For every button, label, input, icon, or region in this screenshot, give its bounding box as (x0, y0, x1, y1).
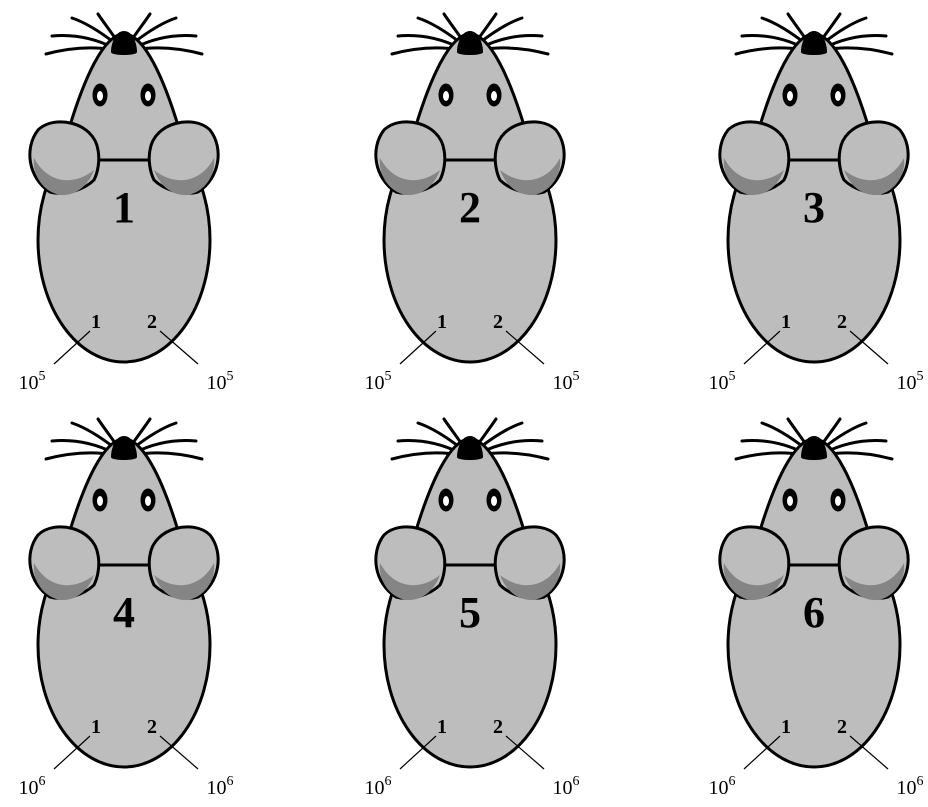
mouse-number: 6 (803, 588, 825, 637)
nose (801, 436, 827, 460)
nose (111, 436, 137, 460)
eye-highlight (145, 496, 151, 506)
dose-left: 106 (365, 774, 392, 799)
dose-base: 10 (897, 372, 917, 394)
nose (801, 31, 827, 55)
dose-exponent: 5 (227, 369, 234, 384)
injection-site-2: 2 (147, 716, 157, 738)
dose-exponent: 6 (573, 774, 580, 789)
dose-exponent: 6 (729, 774, 736, 789)
eye-highlight (835, 496, 841, 506)
dose-base: 10 (19, 372, 39, 394)
eye-highlight (443, 91, 449, 101)
dose-base: 10 (207, 777, 227, 799)
nose (457, 31, 483, 55)
dose-exponent: 5 (385, 369, 392, 384)
injection-site-1: 1 (91, 311, 101, 333)
mouse-number: 1 (113, 183, 135, 232)
mouse-6: 612106106 (709, 419, 924, 799)
dose-left: 105 (365, 369, 392, 394)
dose-left: 105 (709, 369, 736, 394)
injection-site-2: 2 (147, 311, 157, 333)
dose-exponent: 5 (39, 369, 46, 384)
dose-right: 106 (553, 774, 580, 799)
dose-base: 10 (709, 777, 729, 799)
mouse-number: 3 (803, 183, 825, 232)
eye-highlight (145, 91, 151, 101)
dose-base: 10 (365, 372, 385, 394)
mouse-number: 2 (459, 183, 481, 232)
dose-base: 10 (897, 777, 917, 799)
injection-site-2: 2 (493, 716, 503, 738)
dose-exponent: 5 (917, 369, 924, 384)
injection-site-1: 1 (781, 716, 791, 738)
injection-site-1: 1 (781, 311, 791, 333)
nose (111, 31, 137, 55)
injection-site-1: 1 (91, 716, 101, 738)
injection-site-2: 2 (493, 311, 503, 333)
injection-site-2: 2 (837, 716, 847, 738)
dose-base: 10 (709, 372, 729, 394)
injection-site-1: 1 (437, 716, 447, 738)
dose-right: 106 (897, 774, 924, 799)
dose-exponent: 6 (917, 774, 924, 789)
dose-base: 10 (365, 777, 385, 799)
dose-right: 105 (207, 369, 234, 394)
eye-highlight (787, 496, 793, 506)
eye-highlight (97, 496, 103, 506)
nose (457, 436, 483, 460)
dose-exponent: 6 (39, 774, 46, 789)
dose-base: 10 (553, 777, 573, 799)
dose-right: 106 (207, 774, 234, 799)
dose-exponent: 6 (227, 774, 234, 789)
dose-exponent: 5 (729, 369, 736, 384)
dose-left: 106 (709, 774, 736, 799)
dose-right: 105 (897, 369, 924, 394)
eye-highlight (491, 91, 497, 101)
dose-left: 106 (19, 774, 46, 799)
dose-base: 10 (207, 372, 227, 394)
injection-site-1: 1 (437, 311, 447, 333)
injection-site-2: 2 (837, 311, 847, 333)
dose-right: 105 (553, 369, 580, 394)
mouse-number: 5 (459, 588, 481, 637)
dose-left: 105 (19, 369, 46, 394)
dose-base: 10 (19, 777, 39, 799)
eye-highlight (443, 496, 449, 506)
dose-exponent: 6 (385, 774, 392, 789)
dose-exponent: 5 (573, 369, 580, 384)
dose-base: 10 (553, 372, 573, 394)
eye-highlight (97, 91, 103, 101)
mouse-number: 4 (113, 588, 135, 637)
eye-highlight (491, 496, 497, 506)
eye-highlight (787, 91, 793, 101)
eye-highlight (835, 91, 841, 101)
